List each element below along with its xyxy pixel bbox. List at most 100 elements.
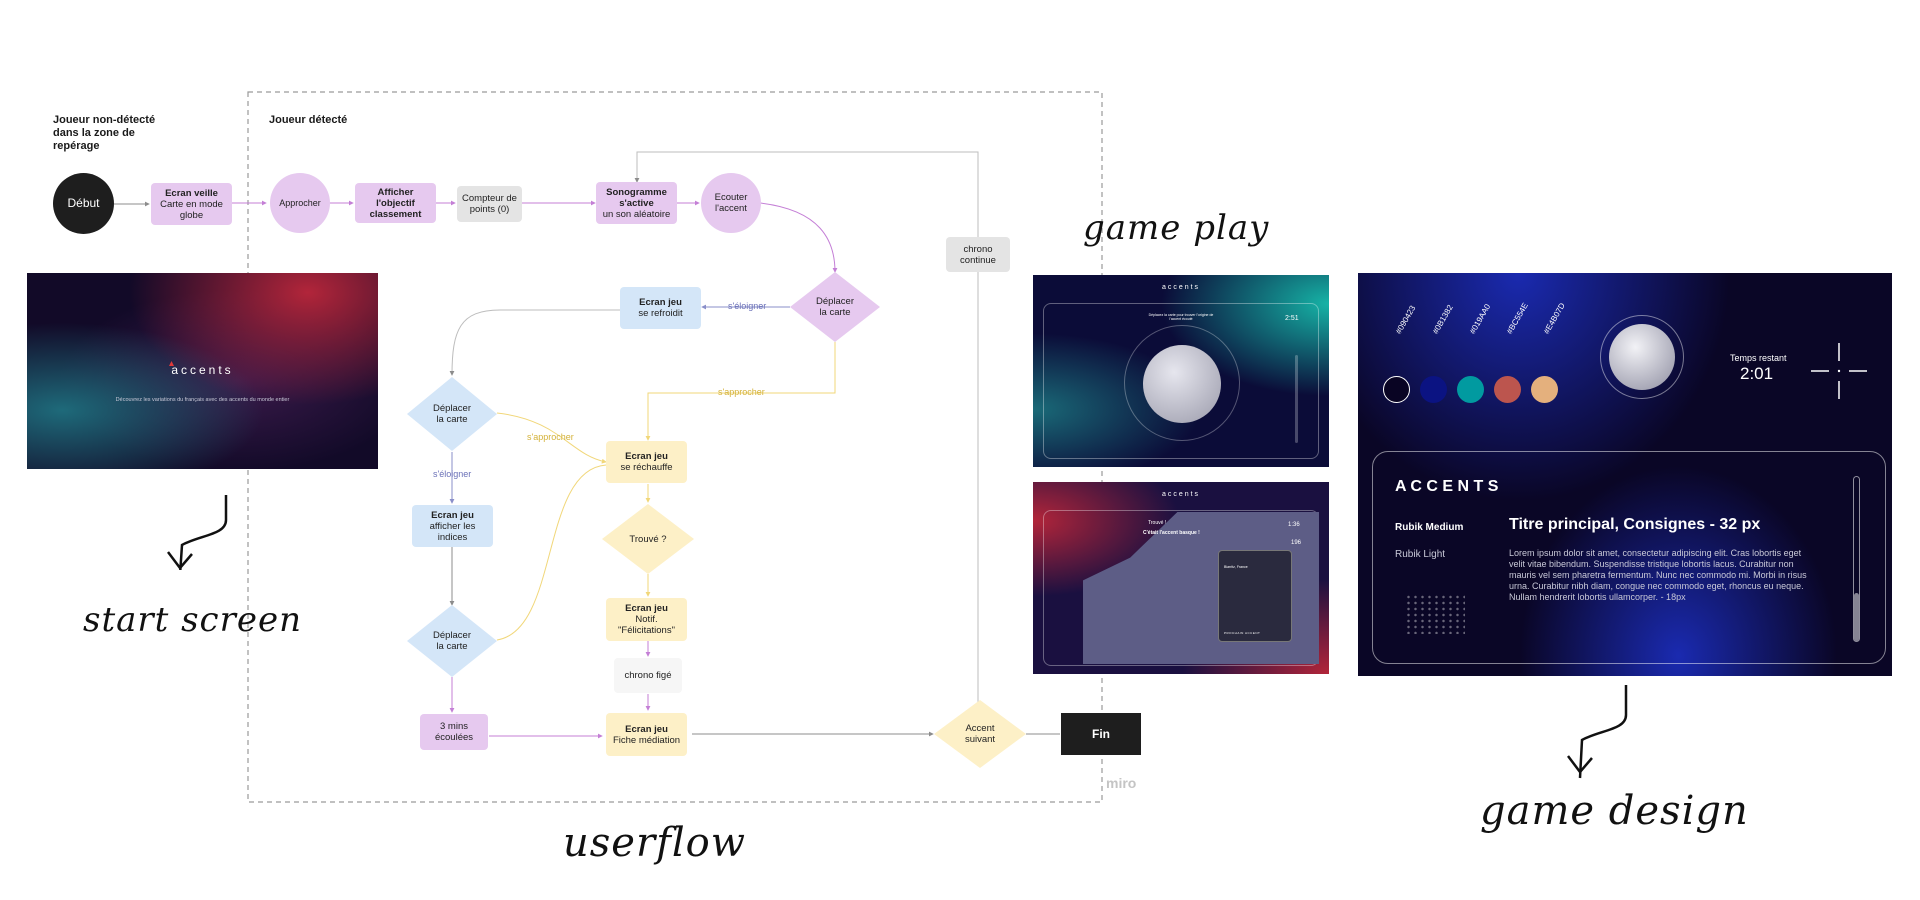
- compteur-node[interactable]: Compteur de points (0): [457, 186, 522, 222]
- start-tagline: Découvrez les variations du français ave…: [115, 397, 290, 403]
- start-node[interactable]: Début: [53, 173, 114, 234]
- indices-sub: afficher les indices: [429, 520, 476, 543]
- deplacer-carte-top-node[interactable]: Déplacer la carte: [790, 272, 880, 342]
- found-title: Trouvé !: [1148, 520, 1167, 526]
- trouve-node[interactable]: Trouvé ?: [602, 504, 694, 574]
- logo-accent-icon: [169, 361, 174, 366]
- gameplay-slider[interactable]: [1295, 355, 1298, 443]
- deplacer-carte-top-label: Déplacer la carte: [815, 296, 855, 318]
- globe-icon: [1143, 345, 1221, 423]
- deplacer-carte-left1-label: Déplacer la carte: [432, 403, 472, 425]
- gameplay-score: 196: [1291, 540, 1302, 546]
- swatch-hex-label: #090423: [1394, 304, 1418, 336]
- gameplay-logo: accents: [1161, 284, 1201, 291]
- mins-ecoulees-node[interactable]: 3 mins écoulées: [420, 714, 488, 750]
- deplacer-carte-left1-node[interactable]: Déplacer la carte: [407, 377, 497, 451]
- gameplay-timer: 2:51: [1285, 315, 1299, 322]
- time-value: 2:01: [1740, 364, 1774, 383]
- mediation-node[interactable]: Ecran jeu Fiche médiation: [606, 713, 687, 756]
- chrono-fige-node[interactable]: chrono figé: [614, 658, 682, 693]
- color-swatch: [1457, 376, 1484, 403]
- info-card: Biarritz, France PROCHAIN ACCENT: [1218, 550, 1292, 642]
- caption-start-screen: start screen: [83, 600, 302, 640]
- sonogramme-title: Sonogramme s'active: [606, 186, 667, 209]
- swatch-hex-label: #019AA0: [1468, 302, 1493, 336]
- edge-label-eloigner: s'éloigner: [728, 301, 767, 311]
- deplacer-carte-left2-label: Déplacer la carte: [432, 630, 472, 652]
- gameplay-mockup-2: accents Trouvé ! C'était l'accent basque…: [1033, 482, 1329, 674]
- design-slider-fill: [1854, 593, 1859, 641]
- design-slider[interactable]: [1853, 476, 1860, 642]
- gameplay-logo: accents: [1161, 491, 1201, 498]
- color-swatch: [1420, 376, 1447, 403]
- color-swatch: [1383, 376, 1410, 403]
- ecran-veille-sub: Carte en mode globe: [160, 198, 223, 221]
- design-title: A C C E N T S: [1395, 478, 1499, 495]
- rechauffe-node[interactable]: Ecran jeu se réchauffe: [606, 441, 687, 483]
- font-light-label: Rubik Light: [1395, 549, 1446, 560]
- swatch-hex-label: #0B1382: [1431, 303, 1455, 336]
- sonogramme-sub: un son aléatoire: [602, 208, 671, 220]
- rechauffe-title: Ecran jeu: [625, 451, 668, 462]
- refroidit-node[interactable]: Ecran jeu se refroidit: [620, 287, 701, 329]
- typography-card: A C C E N T S Rubik Medium Rubik Light T…: [1372, 451, 1886, 664]
- caption-game-play: game play: [1083, 208, 1270, 248]
- sound-particles: [1405, 594, 1465, 634]
- ecouter-node[interactable]: Ecouter l'accent: [701, 173, 761, 233]
- miro-watermark: miro: [1106, 775, 1137, 791]
- curved-arrow-icon: [167, 495, 228, 570]
- approcher-node[interactable]: Approcher: [270, 173, 330, 233]
- indices-title: Ecran jeu: [431, 509, 474, 521]
- start-logo: accents: [171, 363, 234, 377]
- felicitations-title: Ecran jeu: [625, 603, 668, 614]
- felicitations-sub: Notif. "Félicitations": [618, 614, 675, 636]
- game-design-board: #090423 #0B1382 #019AA0 #BC554E #E4B07D Temp…: [1358, 273, 1892, 676]
- color-swatch: [1494, 376, 1521, 403]
- sonogramme-node[interactable]: Sonogramme s'active un son aléatoire: [596, 182, 677, 224]
- detected-header: Joueur détecté: [269, 114, 348, 126]
- trouve-label: Trouvé ?: [629, 533, 667, 545]
- font-medium-label: Rubik Medium: [1395, 522, 1464, 533]
- indices-node[interactable]: Ecran jeu afficher les indices: [412, 505, 493, 547]
- accent-suivant-node[interactable]: Accent suivant: [934, 700, 1026, 768]
- refroidit-title: Ecran jeu: [639, 297, 682, 308]
- edge-label-approcher: s'approcher: [718, 387, 765, 397]
- design-globe-icon: [1609, 324, 1675, 390]
- felicitations-node[interactable]: Ecran jeu Notif. "Félicitations": [606, 598, 687, 641]
- end-node[interactable]: Fin: [1061, 713, 1141, 755]
- mediation-sub: Fiche médiation: [612, 734, 681, 746]
- found-subtitle: C'était l'accent basque !: [1143, 530, 1200, 536]
- time-label: Temps restant: [1730, 353, 1787, 363]
- design-globe-ring: [1600, 315, 1684, 399]
- ecran-veille-title: Ecran veille: [165, 187, 218, 199]
- design-heading: Titre principal, Consignes - 32 px: [1509, 516, 1761, 533]
- gameplay-frame: [1043, 303, 1319, 459]
- gameplay-mockup-1: accents Déplacez la carte pour trouver l…: [1033, 275, 1329, 467]
- crosshair-icon: [1811, 343, 1867, 399]
- swatch-hex-label: #E4B07D: [1542, 301, 1567, 336]
- afficher-objectif-node[interactable]: Afficher l'objectif classement: [355, 183, 436, 223]
- caption-userflow: userflow: [563, 820, 746, 866]
- refroidit-sub: se refroidit: [638, 308, 683, 319]
- deplacer-carte-left2-node[interactable]: Déplacer la carte: [407, 605, 497, 677]
- edge-label-approcher: s'approcher: [527, 432, 574, 442]
- curved-arrow-icon: [1567, 685, 1628, 779]
- globe-ring: [1124, 325, 1240, 441]
- swatch-hex-label: #BC554E: [1505, 301, 1530, 336]
- mediation-title: Ecran jeu: [625, 723, 668, 735]
- undetected-header: Joueur non-détecté dans la zone de repér…: [53, 114, 156, 152]
- gameplay-timer: 1:36: [1288, 522, 1300, 528]
- caption-game-design: game design: [1480, 788, 1749, 834]
- info-card-place: Biarritz, France: [1224, 565, 1248, 569]
- ecran-veille-node[interactable]: Ecran veille Carte en mode globe: [151, 183, 232, 225]
- next-accent-button[interactable]: PROCHAIN ACCENT: [1224, 631, 1261, 635]
- accent-suivant-label: Accent suivant: [964, 723, 996, 745]
- gameplay-instruction: Déplacez la carte pour trouver l'origine…: [1148, 313, 1214, 321]
- edge-label-eloigner: s'éloigner: [433, 469, 472, 479]
- design-body: Lorem ipsum dolor sit amet, consectetur …: [1509, 548, 1807, 602]
- start-screen-mockup: accents Découvrez les variations du fran…: [27, 273, 378, 469]
- color-swatch: [1531, 376, 1558, 403]
- chrono-continue-node[interactable]: chrono continue: [946, 237, 1010, 272]
